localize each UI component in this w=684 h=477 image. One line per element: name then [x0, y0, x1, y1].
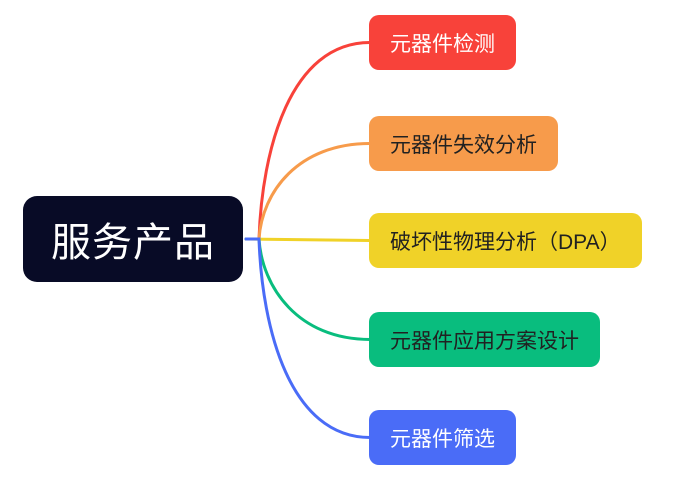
branch-node-label: 元器件应用方案设计 — [390, 329, 579, 353]
branch-node-label: 元器件失效分析 — [390, 133, 537, 157]
branch-node-2[interactable]: 破坏性物理分析（DPA） — [369, 213, 642, 268]
branch-node-label: 元器件筛选 — [390, 427, 495, 451]
branch-connector-1 — [244, 142, 372, 241]
root-node[interactable]: 服务产品 — [23, 196, 243, 282]
branch-node-1[interactable]: 元器件失效分析 — [369, 116, 558, 171]
branch-connector-0 — [244, 41, 372, 241]
branch-node-3[interactable]: 元器件应用方案设计 — [369, 312, 600, 367]
branch-node-label: 破坏性物理分析（DPA） — [390, 230, 621, 254]
branch-connector-2 — [244, 237, 372, 242]
root-node-label: 服务产品 — [51, 221, 215, 265]
branch-node-0[interactable]: 元器件检测 — [369, 15, 516, 70]
branch-connector-4 — [244, 237, 372, 439]
branch-node-label: 元器件检测 — [390, 32, 495, 56]
branch-node-4[interactable]: 元器件筛选 — [369, 410, 516, 465]
